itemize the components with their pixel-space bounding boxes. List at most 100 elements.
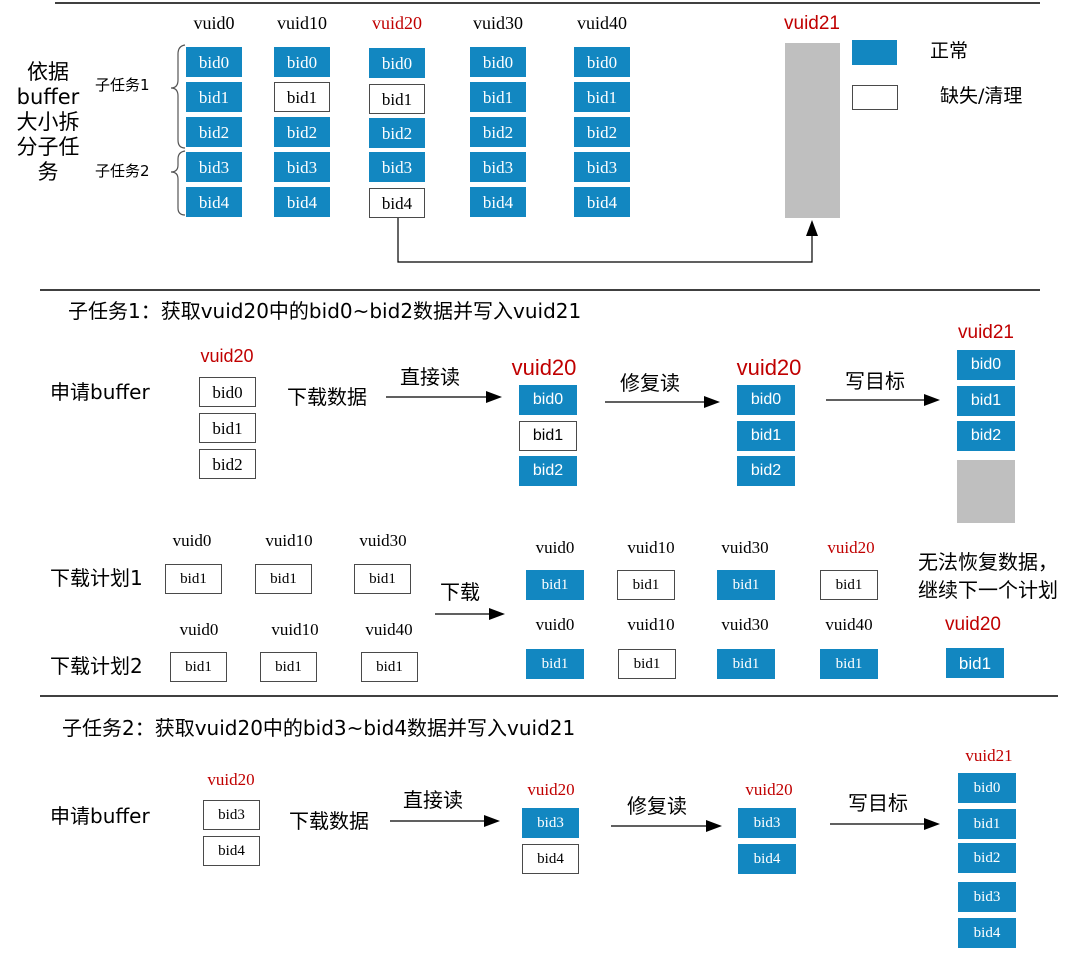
split-description-line: buffer — [16, 85, 80, 109]
column-header-highlight: vuid20 — [371, 13, 422, 33]
recovered-vuid-label: vuid20 — [945, 614, 1001, 635]
s1-repair-read-vuid: vuid20 — [736, 355, 802, 380]
block-cell: bid1 — [958, 809, 1016, 839]
plan-source-vuid: vuid10 — [271, 620, 319, 639]
block-cell: bid4 — [522, 844, 579, 874]
s2-buffer-vuid-label: vuid20 — [207, 770, 255, 789]
block-cell: bid0 — [186, 47, 242, 77]
block-cell: bid1 — [470, 82, 526, 112]
block-cell: bid2 — [186, 117, 242, 147]
block-cell: bid1 — [957, 386, 1015, 416]
block-cell: bid4 — [738, 844, 796, 874]
plan-source-vuid: vuid0 — [172, 531, 212, 550]
block-cell: bid4 — [369, 188, 425, 218]
s2-repair-read-label: 修复读 — [627, 794, 687, 818]
column-header: vuid40 — [576, 13, 627, 33]
buffer-cell: bid3 — [203, 800, 260, 830]
subtask2-brace — [170, 150, 186, 216]
block-cell: bid4 — [186, 187, 242, 217]
plan-source-cell: bid1 — [170, 652, 227, 682]
block-cell: bid3 — [522, 808, 579, 838]
s2-direct-read-arrowhead — [484, 815, 500, 827]
block-cell: bid3 — [274, 152, 330, 182]
block-cell: bid3 — [186, 152, 242, 182]
s1-direct-read-arrowhead — [486, 391, 502, 403]
s1-direct-read-vuid: vuid20 — [511, 355, 577, 380]
target-vuid-label: vuid21 — [784, 13, 840, 34]
block-cell: bid2 — [957, 421, 1015, 451]
s1-write-target-label: 写目标 — [845, 369, 905, 393]
plan-result-vuid: vuid40 — [825, 615, 873, 634]
s2-alloc-label: 申请buffer — [50, 804, 150, 828]
plan-download-arrowhead — [489, 608, 505, 620]
plan-download-label: 下载 — [440, 580, 480, 604]
block-cell: bid0 — [470, 47, 526, 77]
split-description-line: 务 — [37, 160, 59, 184]
s2-direct-read-vuid: vuid20 — [527, 780, 575, 799]
buffer-cell: bid4 — [203, 836, 260, 866]
write-target-arrowhead — [806, 220, 818, 236]
block-cell: bid2 — [519, 456, 577, 486]
legend-missing-label: 缺失/清理 — [940, 85, 1023, 107]
target-empty-space — [785, 43, 840, 218]
column-header: vuid30 — [472, 13, 523, 33]
s1-download-label: 下载数据 — [287, 385, 367, 409]
plan-source-vuid: vuid0 — [179, 620, 219, 639]
s2-target-vuid: vuid21 — [965, 746, 1013, 765]
buffer-cell: bid0 — [199, 377, 256, 407]
block-cell: bid4 — [574, 187, 630, 217]
s1-alloc-label: 申请buffer — [50, 380, 150, 404]
s2-write-target-arrowhead — [924, 818, 940, 830]
split-description-line: 依据 — [27, 60, 69, 84]
block-cell: bid0 — [519, 385, 577, 415]
block-cell: bid2 — [958, 843, 1016, 873]
block-cell: bid0 — [958, 773, 1016, 803]
s2-direct-read-label: 直接读 — [403, 788, 463, 812]
column-header: vuid10 — [276, 13, 327, 33]
s2-repair-read-vuid: vuid20 — [745, 780, 793, 799]
subtask1-label: 子任务1 — [95, 76, 150, 94]
block-cell: bid4 — [958, 918, 1016, 948]
block-cell: bid1 — [574, 82, 630, 112]
block-cell: bid4 — [274, 187, 330, 217]
subtask1-title: 子任务1：获取vuid20中的bid0~bid2数据并写入vuid21 — [68, 299, 582, 323]
legend-normal-label: 正常 — [930, 40, 969, 62]
download-plan1-label: 下载计划1 — [50, 566, 143, 590]
plan-source-cell: bid1 — [361, 652, 418, 682]
plan-result-cell: bid1 — [717, 649, 775, 679]
s1-repair-read-arrowhead — [704, 396, 720, 408]
plan-result-vuid: vuid0 — [535, 615, 575, 634]
s1-repair-read-label: 修复读 — [620, 371, 680, 395]
plan-result-vuid: vuid30 — [721, 538, 769, 557]
s1-write-target-arrowhead — [924, 394, 940, 406]
block-cell: bid4 — [470, 187, 526, 217]
block-cell: bid0 — [574, 47, 630, 77]
subtask1-brace — [170, 44, 186, 149]
plan-result-cell: bid1 — [526, 570, 584, 600]
plan-source-cell: bid1 — [255, 564, 312, 594]
column-header: vuid0 — [193, 13, 235, 33]
block-cell: bid2 — [737, 456, 795, 486]
block-cell: bid1 — [519, 421, 577, 451]
plan-result-vuid: vuid10 — [627, 538, 675, 557]
split-description: 依据 buffer 大小拆 分子任 务 — [8, 60, 88, 185]
block-cell: bid1 — [274, 82, 330, 112]
s1-direct-read-label: 直接读 — [400, 365, 460, 389]
block-cell: bid0 — [274, 47, 330, 77]
plan-result-cell: bid1 — [617, 570, 675, 600]
buffer-cell: bid2 — [199, 449, 256, 479]
plan-result-cell: bid1 — [820, 649, 878, 679]
block-cell: bid3 — [470, 152, 526, 182]
plan-source-vuid: vuid10 — [265, 531, 313, 550]
plan-result-vuid-highlight: vuid20 — [827, 538, 875, 557]
plan-source-vuid: vuid40 — [365, 620, 413, 639]
block-cell: bid1 — [737, 421, 795, 451]
s2-download-label: 下载数据 — [289, 809, 369, 833]
block-cell: bid3 — [738, 808, 796, 838]
plan1-note-line: 无法恢复数据， — [918, 550, 1058, 574]
plan-result-cell: bid1 — [618, 649, 676, 679]
legend-normal-swatch — [852, 40, 897, 65]
s1-buffer-vuid-label: vuid20 — [200, 346, 254, 366]
block-cell: bid3 — [369, 152, 425, 182]
